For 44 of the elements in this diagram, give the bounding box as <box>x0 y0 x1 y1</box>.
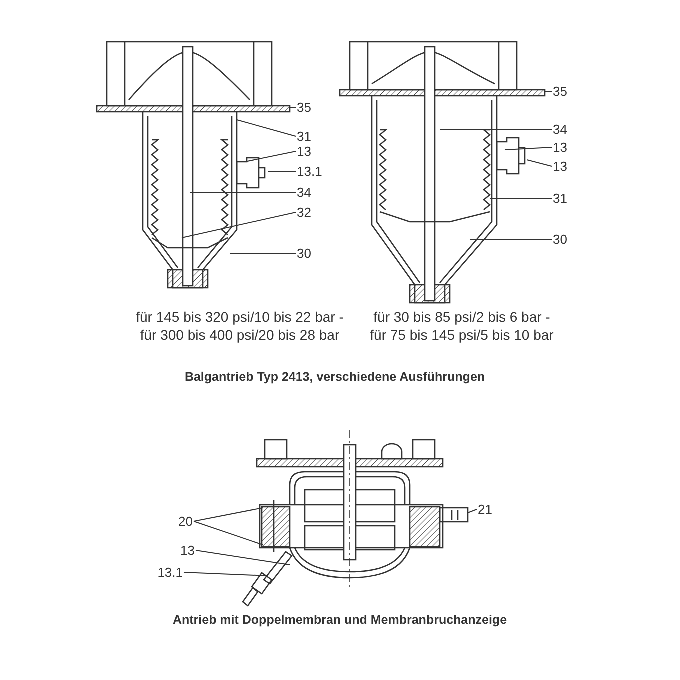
diaphragm-actuator-drawing <box>242 430 469 607</box>
leader-line <box>194 521 264 546</box>
spec-caption: für 300 bis 400 psi/20 bis 28 bar <box>140 328 340 343</box>
leader-line <box>268 171 296 172</box>
figure-caption: Balgantrieb Typ 2413, verschiedene Ausführungen <box>184 370 486 385</box>
callout-number: 35 <box>297 100 312 115</box>
leader-line <box>194 508 264 522</box>
leader-line <box>182 212 296 238</box>
callout-number: 13.1 <box>158 565 183 580</box>
leader-line <box>440 129 552 130</box>
callout-number: 13 <box>297 144 312 159</box>
leader-line <box>468 509 478 514</box>
callout-number: 34 <box>297 185 312 200</box>
leader-line <box>526 160 552 167</box>
spec-caption: für 75 bis 145 psi/5 bis 10 bar <box>370 328 554 343</box>
spec-caption: für 145 bis 320 psi/10 bis 22 bar - <box>136 310 344 325</box>
callout-number: 31 <box>553 191 568 206</box>
callout-number: 35 <box>553 84 568 99</box>
callout-number: 31 <box>297 129 312 144</box>
leader-line <box>190 192 296 194</box>
callout-number: 34 <box>553 122 568 137</box>
leader-line <box>236 120 296 137</box>
callout-number: 30 <box>297 246 312 261</box>
leader-line <box>196 550 290 566</box>
leader-line <box>470 239 552 240</box>
bellows-actuator-drawing <box>96 41 291 289</box>
callout-number: 13 <box>180 543 195 558</box>
spec-caption: für 30 bis 85 psi/2 bis 6 bar - <box>374 310 550 325</box>
callout-number: 13.1 <box>297 164 322 179</box>
leader-line <box>504 147 552 150</box>
callout-number: 13 <box>553 159 568 174</box>
leader-line <box>544 91 552 92</box>
figure-caption: Antrieb mit Doppelmembran und Membranbruchanzeige <box>172 613 508 628</box>
leader-line <box>244 151 296 162</box>
leader-line <box>490 198 552 200</box>
leader-line <box>230 253 296 254</box>
callout-number: 32 <box>297 205 312 220</box>
callout-number: 13 <box>553 140 568 155</box>
leader-line <box>290 107 296 108</box>
bellows-actuator-drawing <box>339 41 546 304</box>
callout-number: 21 <box>478 502 492 517</box>
callout-number: 20 <box>178 514 193 529</box>
callout-number: 30 <box>553 232 568 247</box>
leader-line <box>184 572 268 576</box>
